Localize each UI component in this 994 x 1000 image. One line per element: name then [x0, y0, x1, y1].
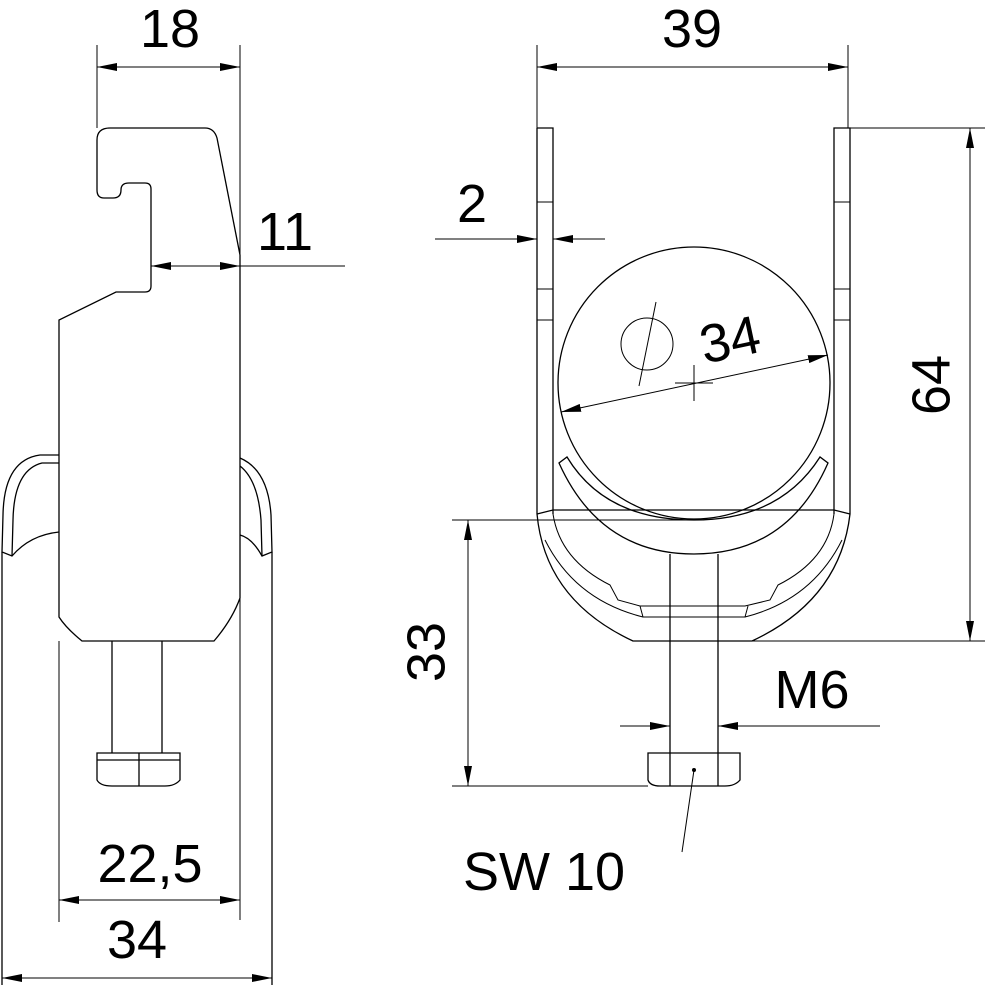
dim-label-33: 33	[396, 622, 456, 682]
dim-label-11: 11	[257, 202, 313, 262]
hook-body-outline	[58, 127, 241, 642]
nut	[647, 752, 741, 787]
dim-label-m6: M6	[774, 660, 849, 720]
right-spring-clip	[239, 457, 273, 557]
cable-cradle	[558, 456, 829, 555]
dim-label-2: 2	[457, 174, 487, 234]
side-view: 18 11 22,5 34	[1, 0, 345, 985]
left-spring-clip	[1, 454, 60, 557]
dim-label-sw10: SW 10	[463, 842, 625, 902]
front-view: 34 SW 10 39 2 64 33 M6	[396, 0, 985, 902]
dim-label-39: 39	[662, 0, 722, 59]
dim-label-34-width: 34	[107, 910, 167, 970]
dim-label-64: 64	[901, 355, 961, 415]
dim-label-22-5: 22,5	[97, 834, 202, 894]
dim-label-18: 18	[140, 0, 200, 59]
cable-circle	[557, 246, 831, 520]
dim-label-diameter-34: 34	[694, 304, 765, 375]
nut	[96, 752, 181, 787]
